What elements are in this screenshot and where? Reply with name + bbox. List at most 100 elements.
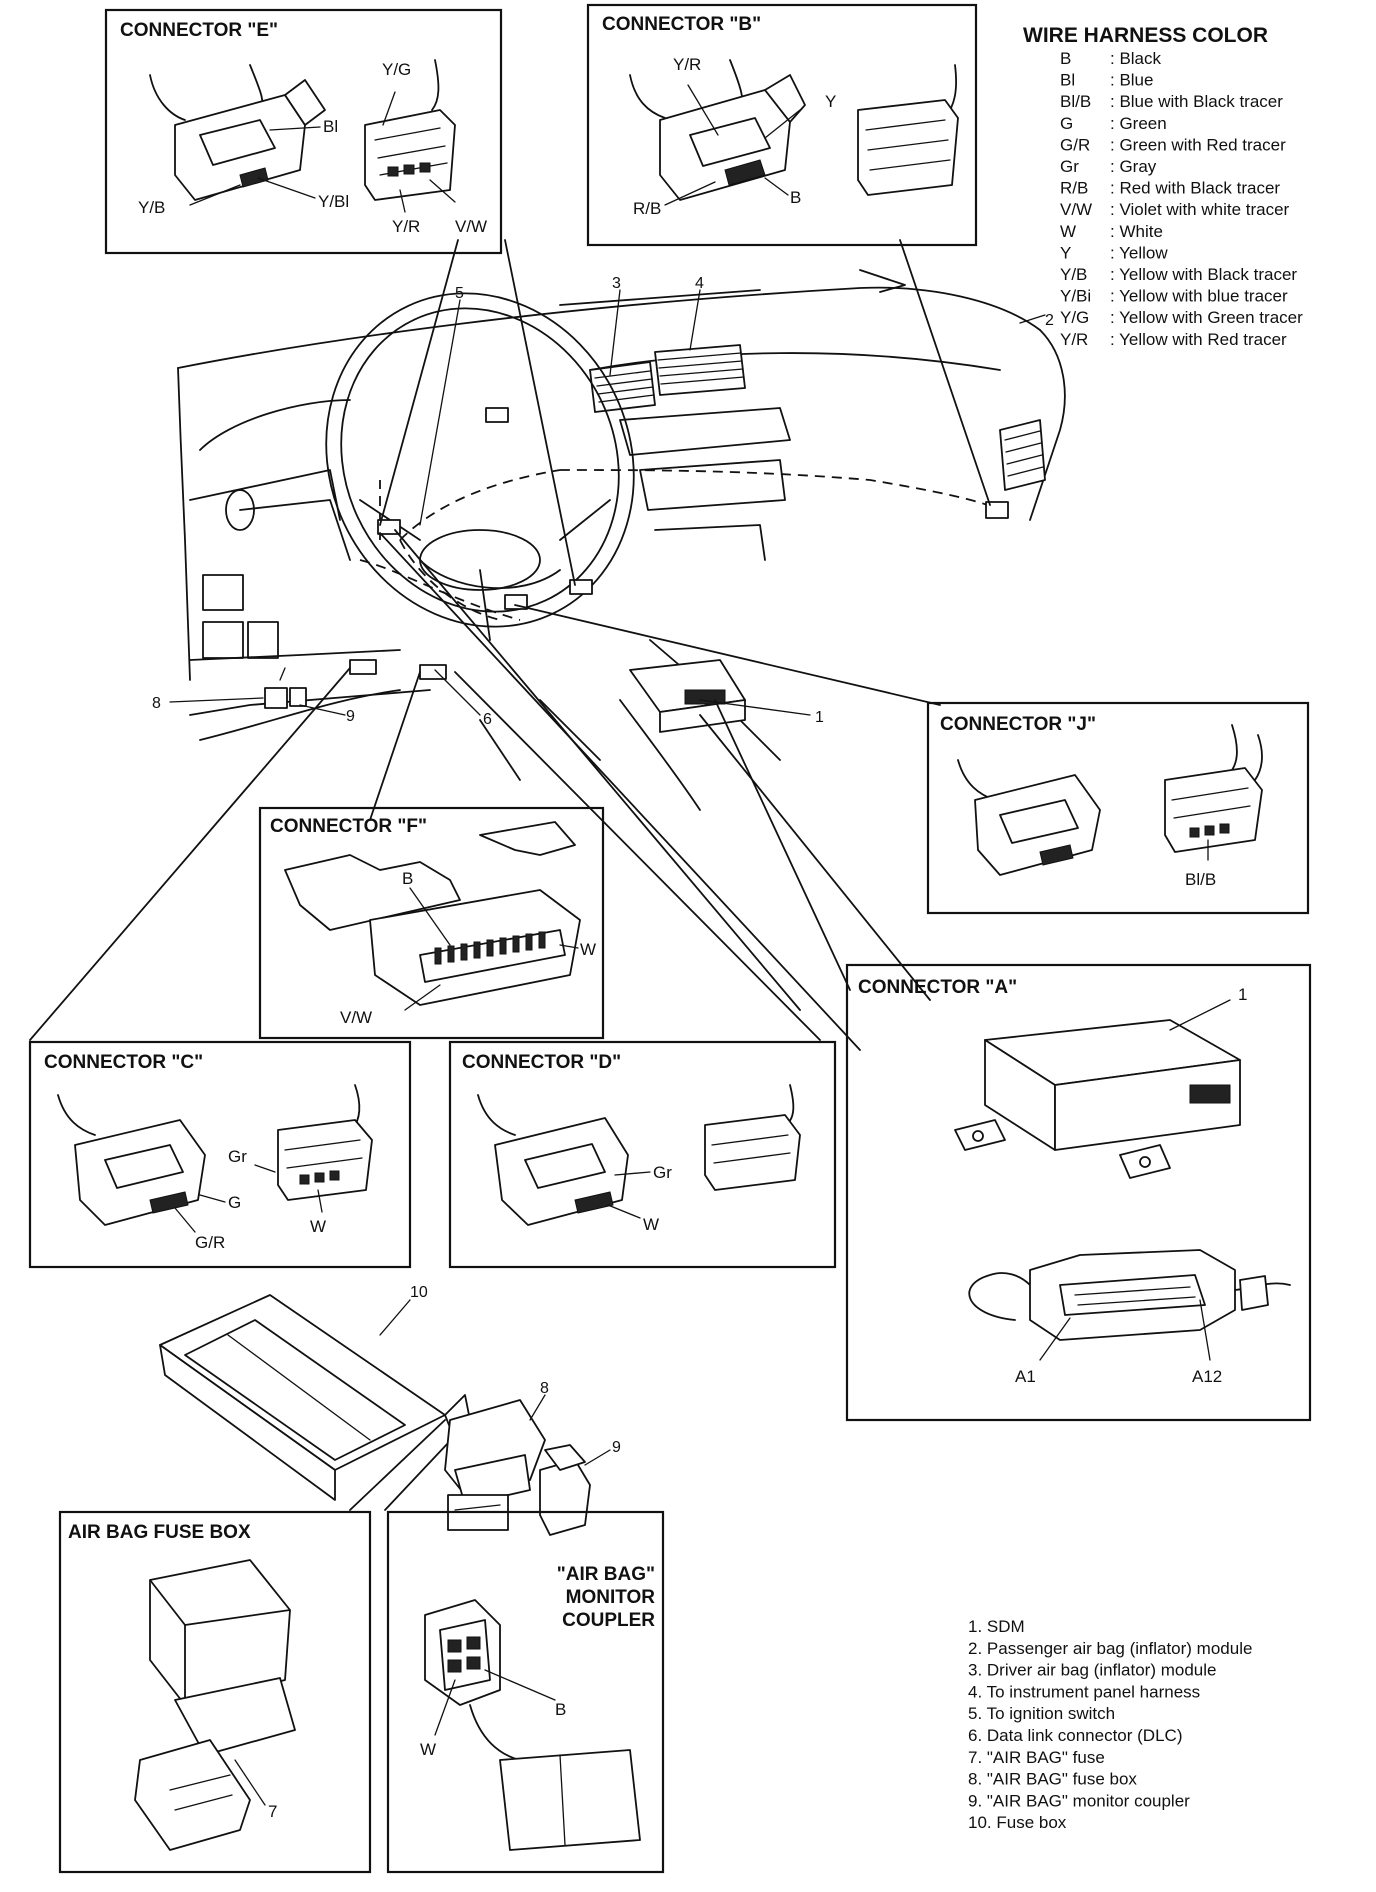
connector-f-title: CONNECTOR "F" — [270, 816, 427, 837]
parts-list-item: 10. Fuse box — [968, 1813, 1067, 1832]
legend-desc: : Yellow with blue tracer — [1110, 287, 1288, 306]
connector-f-label-vw: V/W — [340, 1008, 372, 1027]
right-vent — [999, 419, 1046, 491]
callout-2: 2 — [1045, 312, 1054, 329]
harness-connector-j — [504, 594, 528, 610]
connector-d-label-w: W — [643, 1215, 659, 1234]
connector-b-label-b: B — [790, 188, 801, 207]
connector-a-label-a12: A12 — [1192, 1367, 1222, 1386]
left-switch-bottom — [202, 621, 244, 659]
harness-connector-b — [569, 579, 593, 595]
legend-title: WIRE HARNESS COLOR — [1023, 24, 1268, 47]
legend-code: B — [1060, 49, 1071, 68]
parts-list-item: 6. Data link connector (DLC) — [968, 1726, 1182, 1745]
parts-list-item: 2. Passenger air bag (inflator) module — [968, 1639, 1252, 1658]
legend-code: G/R — [1060, 135, 1090, 154]
legend-desc: : Yellow with Green tracer — [1110, 308, 1303, 327]
connector-c-label-gr2: G/R — [195, 1233, 225, 1252]
parts-list-item: 1. SDM — [968, 1617, 1025, 1636]
monitor-title-line-2: MONITOR — [566, 1587, 656, 1608]
connector-a-box: CONNECTOR "A" 1 A1 A12 — [845, 963, 1312, 1422]
connector-b-title: CONNECTOR "B" — [602, 14, 761, 35]
connector-b-box: CONNECTOR "B" Y/R Y R/B B — [586, 3, 978, 247]
callout-9-monitor-coupler: 9 — [612, 1439, 621, 1456]
parts-list-item: 4. To instrument panel harness — [968, 1682, 1200, 1701]
connector-d-label-gr: Gr — [653, 1163, 672, 1182]
connector-a-label-a1: A1 — [1015, 1367, 1036, 1386]
steering-wheel — [325, 292, 635, 641]
parts-list: 1. SDM 2. Passenger air bag (inflator) mo… — [968, 1617, 1252, 1832]
callout-6: 6 — [483, 711, 492, 728]
connector-e-label-vw: V/W — [455, 217, 487, 236]
legend-code: Y/R — [1060, 330, 1088, 349]
connector-a-label-1: 1 — [1238, 985, 1247, 1004]
connector-d-box: CONNECTOR "D" Gr W — [448, 1040, 837, 1269]
callout-10-fusebox: 10 — [410, 1284, 428, 1301]
callout-1: 1 — [815, 709, 824, 726]
legend-desc: : Blue with Black tracer — [1110, 92, 1283, 111]
legend-desc: : Yellow with Black tracer — [1110, 265, 1297, 284]
sdm-harness-connector — [968, 1249, 1291, 1361]
monitor-title-line-3: COUPLER — [562, 1610, 655, 1631]
monitor-title-line-1: "AIR BAG" — [557, 1564, 655, 1585]
parts-list-item: 7. "AIR BAG" fuse — [968, 1748, 1105, 1767]
vent-4 — [654, 344, 746, 396]
legend-code: Gr — [1060, 157, 1079, 176]
connector-e-label-yg: Y/G — [382, 60, 411, 79]
fuse-box-assembly: 10 8 9 — [159, 1284, 621, 1536]
leader-lines — [29, 239, 991, 1516]
connector-j-box: CONNECTOR "J" Bl/B — [926, 701, 1310, 915]
legend-code: V/W — [1060, 200, 1092, 219]
harness-connector-top — [485, 407, 509, 423]
legend-desc: : Violet with white tracer — [1110, 200, 1290, 219]
connector-b-label-rb: R/B — [633, 199, 661, 218]
legend-code: Y/Bi — [1060, 287, 1091, 306]
sdm-housing — [954, 999, 1241, 1179]
legend-code: Bl/B — [1060, 92, 1091, 111]
legend-desc: : Yellow — [1110, 243, 1168, 262]
dashboard-illustration — [177, 269, 1066, 811]
connector-e-label-yr: Y/R — [392, 217, 420, 236]
harness-connector-c — [349, 659, 377, 675]
sdm-unit — [629, 659, 746, 733]
monitor-label-b: B — [555, 1700, 566, 1719]
callout-4: 4 — [695, 275, 704, 292]
legend-desc: : Yellow with Red tracer — [1110, 330, 1287, 349]
connector-c-label-w: W — [310, 1217, 326, 1236]
legend-code: Bl — [1060, 71, 1075, 90]
connector-e-label-yb: Y/B — [138, 198, 165, 217]
legend-code: Y — [1060, 243, 1071, 262]
legend-desc: : White — [1110, 222, 1163, 241]
legend-code: G — [1060, 114, 1073, 133]
dashboard-callouts: 1 2 3 4 5 6 8 9 — [152, 275, 1054, 728]
legend-desc: : Blue — [1110, 71, 1153, 90]
connector-f-label-b: B — [402, 869, 413, 888]
legend-desc: : Red with Black tracer — [1110, 179, 1280, 198]
vent-3 — [589, 361, 656, 413]
legend-code: Y/B — [1060, 265, 1087, 284]
parts-list-item: 5. To ignition switch — [968, 1704, 1115, 1723]
connector-j-label-blb: Bl/B — [1185, 870, 1216, 889]
connector-e-box: CONNECTOR "E" Y/G Bl Y/B Y/Bl Y/R V/W — [104, 8, 503, 255]
callout-8: 8 — [152, 695, 161, 712]
connector-e-label-ybl: Y/Bl — [318, 192, 349, 211]
legend-code: W — [1060, 222, 1076, 241]
callout-8-airbag-fusebox: 8 — [540, 1380, 549, 1397]
monitor-coupler-box: "AIR BAG" MONITOR COUPLER B W — [386, 1510, 665, 1874]
parts-list-item: 8. "AIR BAG" fuse box — [968, 1770, 1137, 1789]
callout-9: 9 — [346, 708, 355, 725]
connector-b-label-yr: Y/R — [673, 55, 701, 74]
dlc-pins — [434, 931, 546, 965]
connector-e-title: CONNECTOR "E" — [120, 20, 278, 41]
legend-desc: : Gray — [1110, 157, 1157, 176]
connector-e-label-bl: Bl — [323, 117, 338, 136]
legend-code: Y/G — [1060, 308, 1089, 327]
connector-c-label-gr: Gr — [228, 1147, 247, 1166]
connector-a-title: CONNECTOR "A" — [858, 977, 1017, 998]
fusebox-8-small — [264, 687, 288, 709]
legend-desc: : Black — [1110, 49, 1162, 68]
connector-c-box: CONNECTOR "C" Gr G G/R W — [28, 1040, 412, 1269]
connector-j-title: CONNECTOR "J" — [940, 714, 1096, 735]
